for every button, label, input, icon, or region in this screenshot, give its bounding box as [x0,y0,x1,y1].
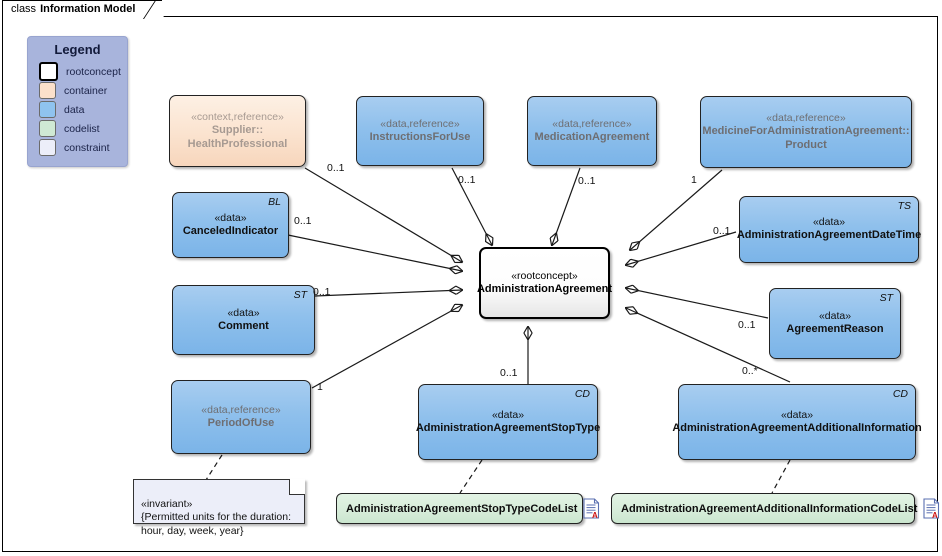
legend-swatch-container [39,82,56,99]
class-stereotype: «data» [214,211,247,224]
legend-item-rootconcept: rootconcept [28,62,127,81]
class-name-line2: Product [785,138,827,151]
class-name-line1: Supplier:: [211,124,264,136]
class-canceledindicator[interactable]: BL «data» CanceledIndicator [172,192,289,258]
legend-label-constraint: constraint [64,141,110,154]
multiplicity-comment: 0..1 [313,286,331,298]
class-name: AdministrationAgreementAdditionalInforma… [672,421,922,434]
legend-label-rootconcept: rootconcept [66,65,121,78]
class-stereotype: «context,reference» [191,111,284,123]
class-stereotype: «data,reference» [201,403,281,416]
constraint-note[interactable]: «invariant» {Permitted units for the dur… [133,479,305,537]
legend-item-codelist: codelist [28,119,127,138]
class-comment[interactable]: ST «data» Comment [172,285,315,355]
legend-item-data: data [28,100,127,119]
class-name-line1: MedicineForAdministrationAgreement:: [702,125,910,137]
legend-label-container: container [64,84,108,97]
class-type-corner: CD [892,388,908,400]
class-agreementreason[interactable]: ST «data» AgreementReason [769,288,901,359]
legend-label-data: data [64,103,85,116]
note-fold-corner [289,479,305,495]
constraint-note-text: «invariant» {Permitted units for the dur… [141,497,291,537]
class-name: AdministrationAgreementStopType [415,421,601,434]
class-administrationagreementstoptype[interactable]: CD «data» AdministrationAgreementStopTyp… [415,384,601,460]
xsd-document-icon: A [583,498,600,520]
svg-text:A: A [592,511,598,519]
class-administrationagreementdatetime[interactable]: TS «data» AdministrationAgreementDateTim… [736,196,922,263]
legend-item-container: container [28,81,127,100]
frame-name: Information Model [40,3,136,15]
legend-swatch-rootconcept [39,62,58,81]
legend-title: Legend [54,42,101,57]
xsd-document-icon: A [923,498,940,520]
multiplicity-instructions: 0..1 [458,174,476,186]
multiplicity-supplier: 0..1 [327,162,345,174]
multiplicity-reason: 0..1 [738,319,756,331]
class-stereotype: «data» [812,216,846,229]
codelist-administrationagreementstoptypecodelist[interactable]: AdministrationAgreementStopTypeCodeList … [336,493,600,524]
class-stereotype: «data,reference» [380,117,460,130]
class-stereotype: «data,reference» [766,112,846,124]
class-stereotype: «data» [818,310,852,323]
codelist-label: AdministrationAgreementStopTypeCodeList [346,502,578,515]
class-administrationagreement-root[interactable]: «rootconcept» AdministrationAgreement [476,247,613,319]
class-type-corner: CD [574,388,590,400]
class-name: InstructionsForUse [369,130,471,143]
multiplicity-medication: 0..1 [578,175,596,187]
class-name: PeriodOfUse [207,416,275,429]
legend-swatch-data [39,101,56,118]
multiplicity-periodofuse: 1 [317,381,323,393]
class-administrationagreementadditionalinformation[interactable]: CD «data» AdministrationAgreementAdditio… [672,384,922,460]
codelist-administrationagreementadditionalinformationcodelist[interactable]: AdministrationAgreementAdditionalInforma… [611,493,940,524]
class-type-corner: TS [897,200,911,212]
class-stereotype: «data,reference» [552,117,632,130]
class-type-corner: ST [879,292,893,304]
class-name: CanceledIndicator [182,224,279,237]
codelist-label: AdministrationAgreementAdditionalInforma… [621,502,918,515]
legend-swatch-constraint [39,139,56,156]
class-name: Comment [218,319,269,332]
multiplicity-medicine: 1 [691,174,697,186]
multiplicity-addinfo: 0..* [742,365,758,377]
class-type-corner: BL [268,196,281,208]
multiplicity-canceled: 0..1 [294,215,312,227]
diagram-frame [2,16,938,552]
multiplicity-stoptype: 0..1 [500,367,518,379]
class-type-corner: ST [293,289,307,301]
class-periodofuse[interactable]: «data,reference» PeriodOfUse [171,380,311,454]
class-name-line2: HealthProfessional [187,137,288,150]
svg-text:A: A [932,511,938,519]
class-stereotype: «data» [227,306,260,319]
class-name: AdministrationAgreementDateTime [736,229,922,242]
frame-keyword: class [11,3,37,15]
legend-label-codelist: codelist [64,122,100,135]
class-stereotype: «rootconcept» [511,269,578,282]
class-name: AdministrationAgreement [476,282,613,295]
class-supplier-healthprofessional[interactable]: «context,reference» Supplier:: HealthPro… [169,95,306,167]
class-name: MedicationAgreement [534,130,650,143]
class-medicineforadministrationagreement-product[interactable]: «data,reference» MedicineForAdministrati… [700,96,912,168]
legend: Legend rootconcept container data codeli… [27,36,128,167]
class-stereotype: «data» [491,408,525,421]
diagram-frame-title: class Information Model [2,0,175,19]
class-instructionsforuse[interactable]: «data,reference» InstructionsForUse [356,96,484,166]
class-medicationagreement[interactable]: «data,reference» MedicationAgreement [527,96,657,166]
legend-swatch-codelist [39,120,56,137]
multiplicity-datetime: 0..1 [713,225,731,237]
class-name: AgreementReason [786,323,884,336]
class-stereotype: «data» [780,408,814,421]
legend-item-constraint: constraint [28,138,127,157]
